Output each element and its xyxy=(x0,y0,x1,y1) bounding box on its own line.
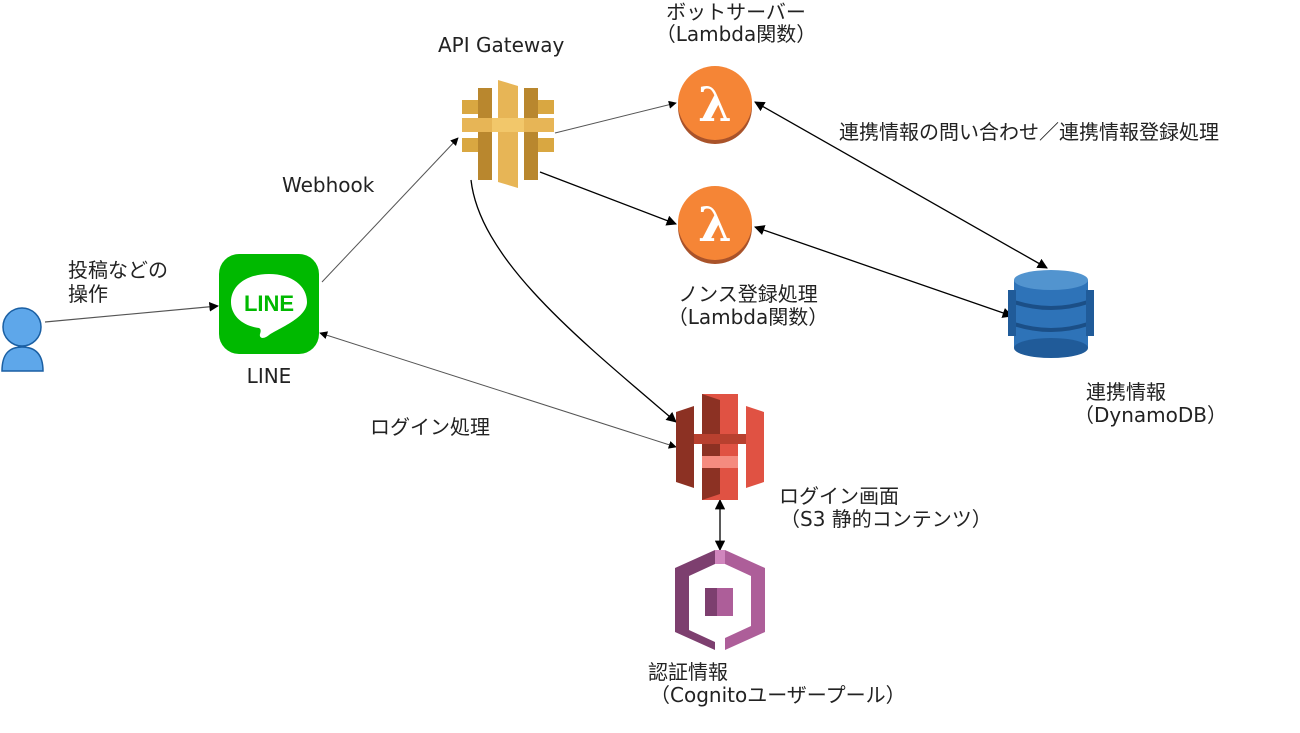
cognito-label-line1: 認証情報 xyxy=(648,660,728,684)
s3-label-line1: ログイン画面 xyxy=(779,484,899,508)
edge-label-post-operation: 投稿などの 操作 xyxy=(68,258,168,306)
dynamodb-node xyxy=(1008,268,1094,360)
cognito-icon xyxy=(675,550,765,650)
line-label: LINE xyxy=(246,364,292,388)
edge-apigw-to-nonce xyxy=(539,171,677,226)
user-node xyxy=(0,305,48,373)
nonce-lambda-node: λ xyxy=(676,186,754,264)
bot-server-label-line2: （Lambda関数） xyxy=(655,22,817,46)
edge-apigw-to-bot xyxy=(554,100,677,134)
s3-icon xyxy=(676,394,764,500)
lambda-icon: λ xyxy=(678,186,752,264)
api-gateway-label: API Gateway xyxy=(438,33,565,57)
line-logo-text: LINE xyxy=(244,291,294,316)
edge-user-to-line xyxy=(44,302,219,323)
dynamo-label-line2: （DynamoDB） xyxy=(1074,403,1228,427)
edge-line-s3 xyxy=(319,331,677,449)
dynamodb-icon xyxy=(1008,270,1094,358)
bot-server-label-line1: ボットサーバー xyxy=(666,0,806,24)
s3-label-line2: （S3 静的コンテンツ） xyxy=(780,507,992,531)
nonce-label-line1: ノンス登録処理 xyxy=(678,282,818,306)
cognito-node xyxy=(675,550,765,650)
edge-label-link-info: 連携情報の問い合わせ／連携情報登録処理 xyxy=(839,120,1219,144)
api-gateway-icon xyxy=(462,80,554,188)
api-gateway-node xyxy=(462,80,554,188)
edge-label-webhook: Webhook xyxy=(282,173,375,197)
cognito-label-line2: （Cognitoユーザープール） xyxy=(650,683,906,707)
edge-apigw-to-s3 xyxy=(470,179,677,423)
edge-nonce-dynamo xyxy=(754,225,1013,318)
s3-node xyxy=(676,394,764,500)
svg-text:λ: λ xyxy=(698,197,732,253)
edge-line-to-apigw xyxy=(321,137,459,283)
lambda-icon: λ xyxy=(678,66,752,144)
user-icon xyxy=(1,307,44,372)
svg-text:λ: λ xyxy=(698,77,732,133)
line-logo-icon: LINE xyxy=(219,254,319,354)
nonce-label-line2: （Lambda関数） xyxy=(667,305,829,329)
bot-lambda-node: λ xyxy=(676,66,754,144)
edge-label-login-process: ログイン処理 xyxy=(370,415,490,439)
line-node: LINE xyxy=(219,254,319,354)
dynamo-label-line1: 連携情報 xyxy=(1086,380,1166,404)
